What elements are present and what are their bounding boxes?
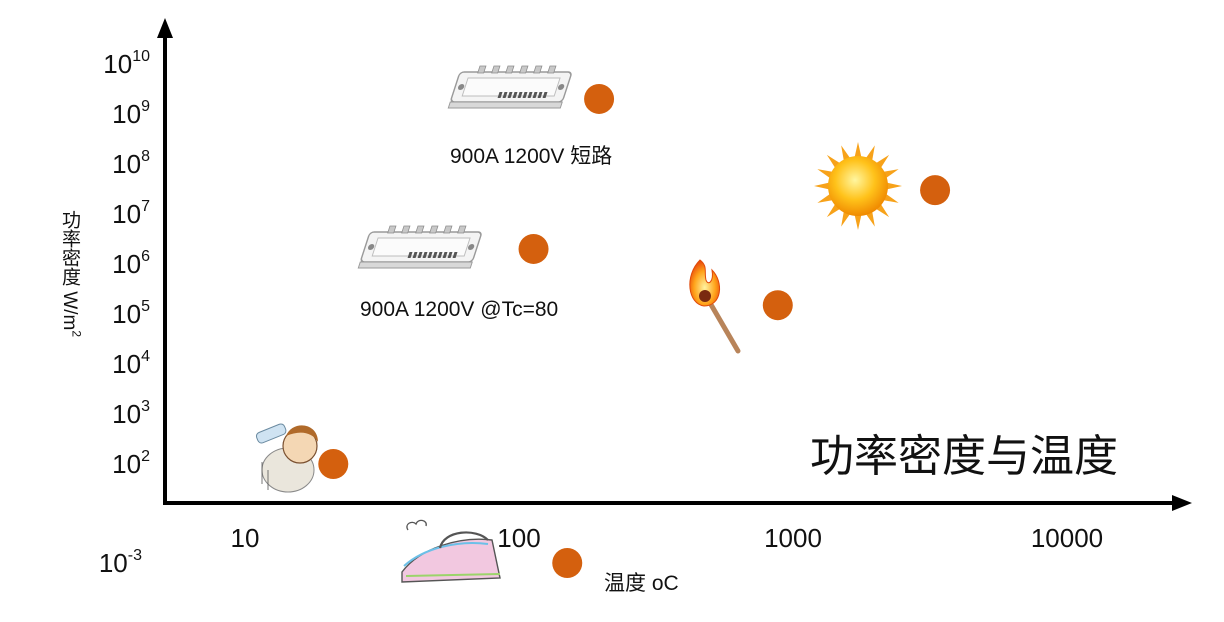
chart-title: 功率密度与温度 (810, 432, 1118, 481)
y-tick-label: 106 (112, 248, 150, 279)
data-point (584, 83, 615, 114)
x-axis-arrowhead (1172, 495, 1192, 511)
x-tick-label: 100 (497, 523, 541, 553)
data-point (518, 233, 549, 264)
y-tick-label: 104 (112, 348, 150, 379)
x-axis-label: 温度 oC (604, 572, 679, 595)
y-tick-label: 108 (112, 148, 150, 179)
y-tick-label: 103 (112, 398, 150, 429)
data-point (318, 449, 349, 479)
sun-icon (814, 142, 902, 230)
igbt-module-icon (357, 225, 482, 269)
x-tick-label: 10 (230, 523, 260, 553)
data-point (762, 290, 793, 321)
y-axis-arrowhead (157, 18, 173, 38)
igbt-module-icon (447, 65, 572, 109)
y-tick-label: 1010 (103, 48, 150, 79)
drinking-person-icon (255, 423, 318, 493)
annotation-tc80: 900A 1200V @Tc=80 (360, 298, 559, 321)
axes (157, 18, 1192, 511)
x-tick-label: 10000 (1030, 523, 1104, 553)
y-tick-label: 109 (112, 98, 150, 129)
y-tick-label: 102 (112, 448, 150, 479)
x-tick-label: 1000 (764, 523, 822, 553)
y-axis-label: 功率密度 W/m2 (59, 210, 84, 338)
data-point (920, 175, 951, 206)
y-tick-label-outlier: 10-3 (98, 547, 142, 578)
y-tick-label: 107 (112, 198, 150, 229)
clothes-iron-icon (401, 519, 501, 583)
burning-match-icon (689, 259, 741, 354)
data-point (552, 548, 583, 578)
y-tick-label: 105 (112, 298, 150, 329)
annotation-short-circuit: 900A 1200V 短路 (450, 145, 613, 168)
